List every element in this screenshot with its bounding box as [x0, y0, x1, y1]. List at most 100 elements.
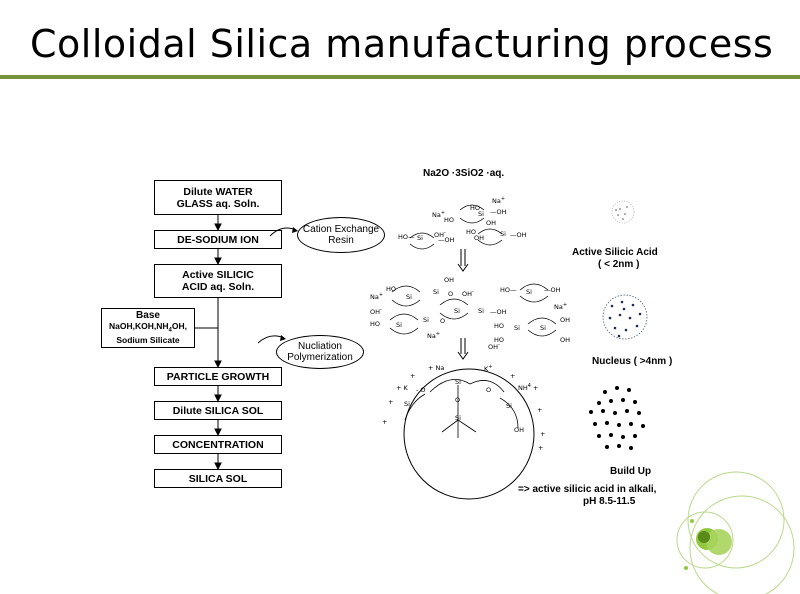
- chem-label: Si: [396, 321, 402, 329]
- chem-label: HO: [494, 322, 505, 330]
- step-line: DE-SODIUM ION: [177, 233, 259, 246]
- base-line2: Sodium Silicate: [116, 335, 180, 346]
- base-line1b: OH,: [171, 320, 187, 331]
- step-line: Dilute SILICA SOL: [172, 404, 264, 417]
- build-up-label: Build Up: [610, 466, 652, 477]
- chem-label: HO: [386, 285, 397, 293]
- base-sub: 4: [168, 327, 172, 334]
- chem-label: Na+: [432, 210, 446, 220]
- chem-label: +: [510, 372, 516, 380]
- chem-label: Si: [514, 324, 520, 332]
- chem-label: —OH: [510, 231, 527, 239]
- slide-title: Colloidal Silica manufacturing process: [30, 22, 774, 66]
- chem-label: Si: [500, 230, 506, 238]
- curved-arrow-heads: [280, 227, 298, 341]
- cation-exchange-oval: Cation Exchange Resin: [297, 217, 385, 253]
- chem-label: Si: [417, 234, 423, 242]
- chem-label: Na+: [370, 292, 384, 302]
- chem-label: Si: [478, 210, 484, 218]
- chem-label: + Na: [428, 364, 445, 372]
- step-line: ACID aq. Soln.: [181, 281, 255, 293]
- base-title: Base: [136, 309, 160, 321]
- chem-label: Si: [454, 307, 460, 315]
- chem-label: Si: [506, 402, 512, 410]
- chem-label: + K: [396, 384, 408, 392]
- chem-label: Si: [478, 307, 484, 315]
- base-box: Base NaOH,KOH,NH4OH, Sodium Silicate: [101, 308, 195, 348]
- chem-label: HO—: [398, 233, 415, 241]
- title-rule: [0, 75, 800, 79]
- chem-label: K+: [484, 364, 493, 374]
- chem-label: OH-: [370, 307, 382, 317]
- active-silicic-acid-label: Active Silicic Acid: [572, 247, 658, 258]
- chem-label: —OH: [490, 208, 507, 216]
- oval-line: Polymerization: [287, 352, 353, 363]
- build-up-particles-icon: [589, 386, 645, 450]
- chem-label: Na+: [427, 331, 441, 341]
- particle-circle: [403, 368, 535, 500]
- chem-label: +: [410, 372, 416, 380]
- chem-label: Si: [455, 378, 461, 386]
- oval-line: Nucliation: [298, 341, 342, 352]
- chem-label: O: [455, 396, 461, 404]
- formula-label: Na2O ·3SiO2 ·aq.: [423, 168, 505, 179]
- chem-label: OH-: [434, 230, 446, 240]
- step-line: CONCENTRATION: [172, 438, 264, 451]
- chem-label: Si: [433, 288, 439, 296]
- step-concentration: CONCENTRATION: [154, 435, 282, 454]
- chem-label: OH: [514, 426, 525, 434]
- chem-label: +: [382, 418, 388, 426]
- chem-label: O: [486, 386, 492, 394]
- chem-label: OH: [474, 234, 485, 242]
- chem-label: Si: [423, 316, 429, 324]
- chem-label: NH4 +: [518, 383, 539, 393]
- decorative-circles: [676, 471, 795, 594]
- chem-label: OH-: [488, 342, 500, 352]
- molecule-sketches: [389, 204, 557, 337]
- step-active-silicic-acid: Active SILICIC ACID aq. Soln.: [154, 264, 282, 298]
- chem-label: —OH: [544, 286, 561, 294]
- chem-label: HO—: [500, 286, 517, 294]
- chem-label: HO: [370, 320, 381, 328]
- chem-label: OH: [486, 219, 497, 227]
- step-particle-growth: PARTICLE GROWTH: [154, 367, 282, 386]
- chem-label: +: [538, 444, 544, 452]
- chem-label: HO: [466, 228, 477, 236]
- chem-label: +: [540, 430, 546, 438]
- chem-label: O: [448, 290, 454, 298]
- note-line1: => active silicic acid in alkali,: [518, 484, 657, 495]
- step-dilute-silica-sol: Dilute SILICA SOL: [154, 401, 282, 420]
- chem-label: OH-: [462, 289, 474, 299]
- note-line2: pH 8.5-11.5: [583, 496, 636, 507]
- chem-label: HO: [494, 336, 505, 344]
- chem-label: Si: [540, 324, 546, 332]
- chem-label: Na+: [554, 302, 568, 312]
- chem-label: OH: [444, 276, 455, 284]
- oval-line: Cation Exchange: [302, 224, 380, 235]
- base-line1: NaOH,KOH,NH4OH,: [109, 321, 187, 336]
- oval-line: Resin: [328, 235, 354, 246]
- chem-label: +: [388, 398, 394, 406]
- chem-label: Si: [455, 414, 461, 422]
- flow-arrows: [195, 215, 222, 471]
- reaction-arrows: [457, 249, 469, 360]
- chem-label: OH: [560, 316, 571, 324]
- step-line: Dilute WATER: [183, 185, 253, 198]
- chem-label: OH: [560, 336, 571, 344]
- base-line1a: NaOH,KOH,NH: [109, 320, 169, 331]
- nucleation-oval: Nucliation Polymerization: [276, 335, 364, 369]
- active-acid-sphere-icon: [611, 200, 635, 224]
- chem-label: +: [537, 406, 543, 414]
- chem-label: —OH: [490, 308, 507, 316]
- chem-label: Si: [526, 288, 532, 296]
- chem-label: Na+: [492, 196, 506, 206]
- step-line: SILICA SOL: [188, 472, 248, 485]
- curved-arrows: [257, 227, 297, 344]
- chem-label: Si: [404, 400, 410, 408]
- step-line: Active SILICIC: [182, 269, 254, 281]
- nucleus-sphere-icon: [602, 294, 648, 340]
- nucleus-label: Nucleus ( >4nm ): [592, 356, 673, 367]
- decorative-dots: [684, 519, 732, 570]
- chem-label: Si: [406, 293, 412, 301]
